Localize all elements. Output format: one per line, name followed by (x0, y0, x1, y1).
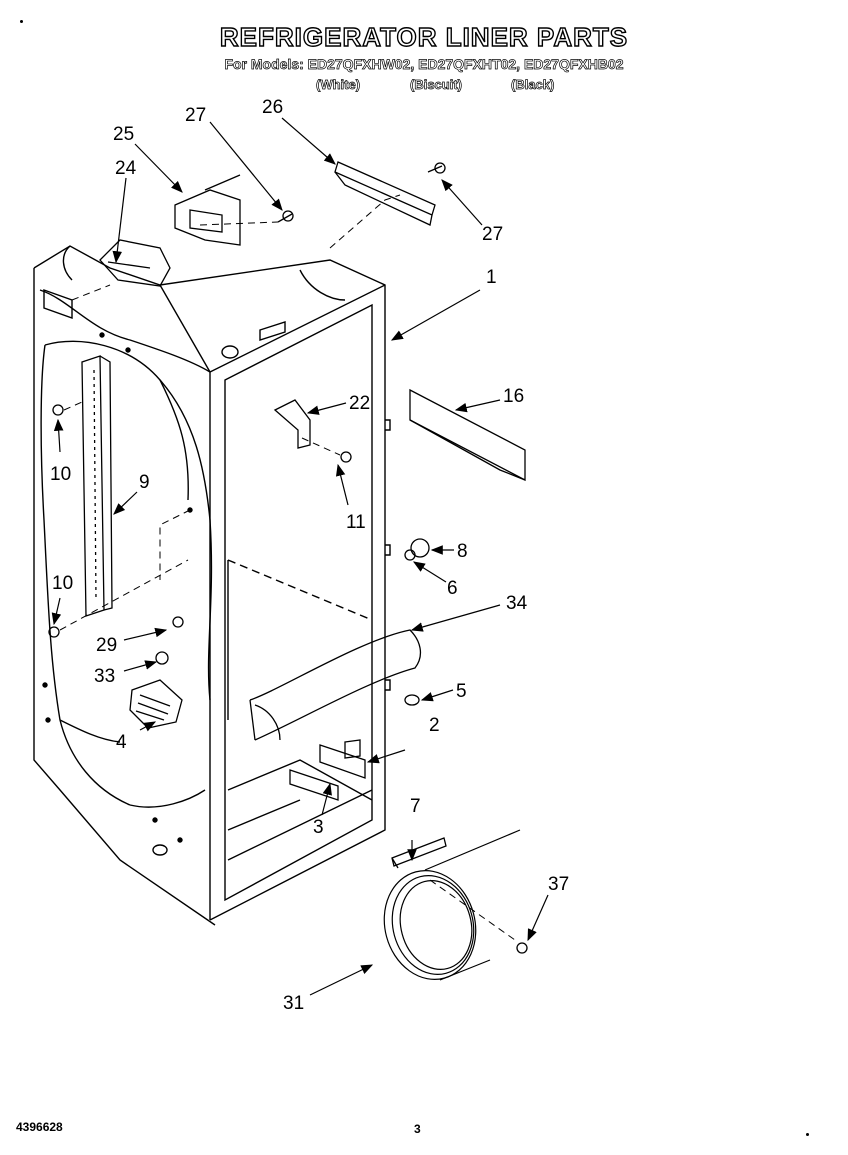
callout-4: 4 (116, 732, 127, 753)
leader-dashes (59, 194, 516, 941)
wire-harness (383, 829, 521, 981)
callout-11: 11 (346, 512, 366, 533)
callout-29: 29 (96, 635, 117, 656)
variant-biscuit: (Biscuit) (410, 77, 463, 93)
callout-26: 26 (262, 97, 283, 118)
callout-25: 25 (113, 124, 134, 145)
callout-33: 33 (94, 666, 115, 687)
callout-24: 24 (115, 158, 137, 179)
callout-2: 2 (429, 715, 440, 736)
document-number: 4396628 (16, 1120, 63, 1134)
plates (289, 739, 366, 801)
control-housing (99, 174, 241, 287)
callout-27-upper: 27 (185, 105, 206, 126)
callout-10-lower: 10 (52, 573, 73, 594)
page-title: REFRIGERATOR LINER PARTS (219, 21, 629, 52)
models-line: For Models: ED27QFXHW02, ED27QFXHT02, ED… (224, 56, 624, 73)
callout-8: 8 (457, 541, 468, 562)
callout-22: 22 (349, 393, 370, 414)
callout-arrows (51, 117, 549, 996)
page-number: 3 (414, 1122, 421, 1136)
callout-27-right: 27 (482, 224, 503, 245)
liner-body (33, 245, 391, 926)
duct-cover (249, 629, 422, 741)
cable-tie (391, 837, 447, 869)
callout-labels: 1 2 3 4 5 6 7 8 9 10 10 11 16 22 24 25 2… (50, 97, 569, 1014)
cover-bracket (409, 388, 526, 482)
fasteners (48, 162, 528, 954)
callout-37: 37 (548, 874, 569, 895)
callout-3: 3 (313, 817, 324, 838)
callout-16: 16 (503, 386, 524, 407)
callout-7: 7 (410, 796, 421, 817)
callout-31: 31 (283, 993, 304, 1014)
shelf-rail (81, 355, 113, 617)
callout-9: 9 (139, 472, 150, 493)
variant-black: (Black) (511, 77, 555, 93)
variant-white: (White) (316, 77, 361, 93)
small-bracket (273, 399, 311, 449)
callout-10-upper: 10 (50, 464, 71, 485)
corner-mark-top-left (20, 20, 23, 23)
grille (129, 679, 183, 729)
callout-1: 1 (486, 267, 497, 288)
callout-6: 6 (447, 578, 458, 599)
callout-5: 5 (456, 681, 467, 702)
corner-mark-bottom-right (806, 1133, 809, 1136)
callout-34: 34 (506, 593, 528, 614)
top-bracket (334, 161, 436, 226)
